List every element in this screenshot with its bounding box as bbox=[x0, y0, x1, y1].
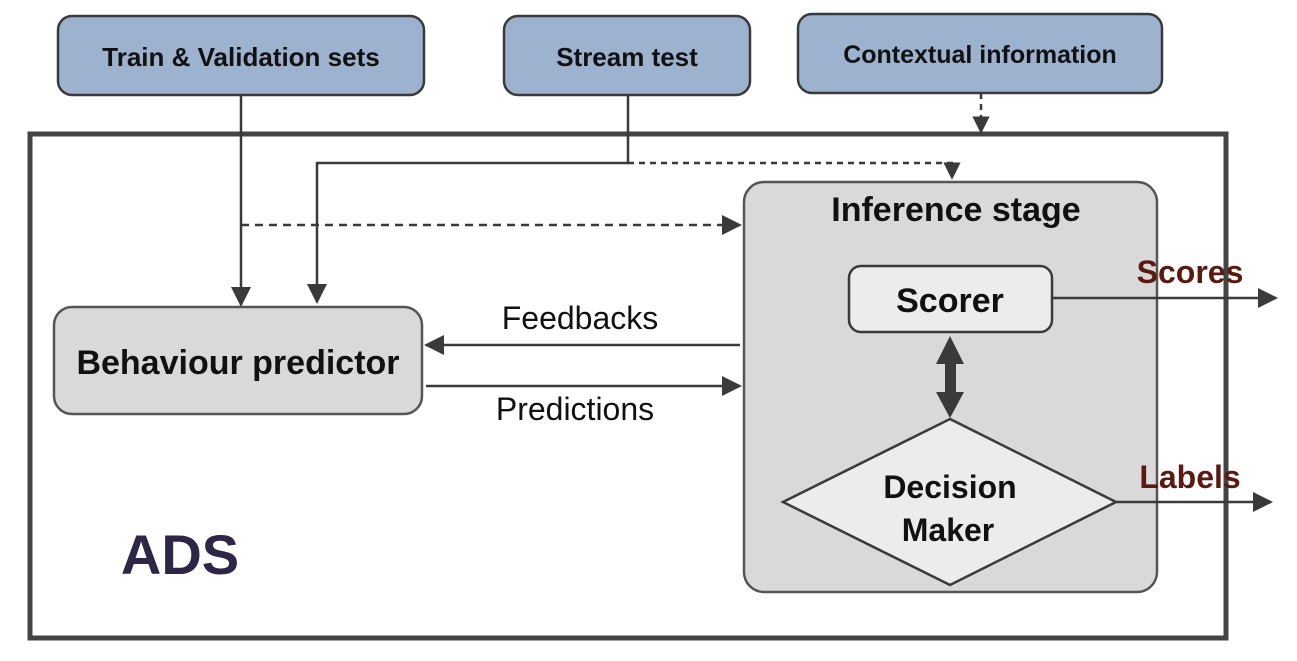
decision-maker-label-line1: Decision bbox=[883, 469, 1016, 505]
contextual-info-label: Contextual information bbox=[843, 41, 1117, 69]
edge-stream-to-inference bbox=[628, 161, 961, 180]
ads-label: ADS bbox=[121, 523, 239, 586]
train-validation-node: Train & Validation sets bbox=[56, 14, 426, 97]
scorer-node: Scorer bbox=[847, 264, 1054, 334]
feedbacks-label: Feedbacks bbox=[502, 300, 659, 336]
behaviour-predictor-node: Behaviour predictor bbox=[52, 305, 424, 416]
decision-maker-label-line2: Maker bbox=[902, 512, 995, 548]
edge-scorer-decision bbox=[936, 336, 964, 418]
stream-test-label: Stream test bbox=[556, 42, 698, 72]
train-validation-label: Train & Validation sets bbox=[102, 42, 379, 72]
inference-stage-title: Inference stage bbox=[831, 191, 1080, 229]
stream-test-node: Stream test bbox=[502, 14, 752, 97]
behaviour-predictor-label: Behaviour predictor bbox=[76, 344, 399, 382]
predictions-label: Predictions bbox=[496, 391, 654, 427]
scorer-label: Scorer bbox=[896, 282, 1004, 320]
edge-stream-to-predictor bbox=[307, 95, 630, 304]
labels-label: Labels bbox=[1139, 459, 1240, 495]
decision-maker-node: Decision Maker bbox=[780, 417, 1119, 587]
contextual-info-node: Contextual information bbox=[796, 12, 1164, 95]
scores-label: Scores bbox=[1137, 254, 1244, 290]
